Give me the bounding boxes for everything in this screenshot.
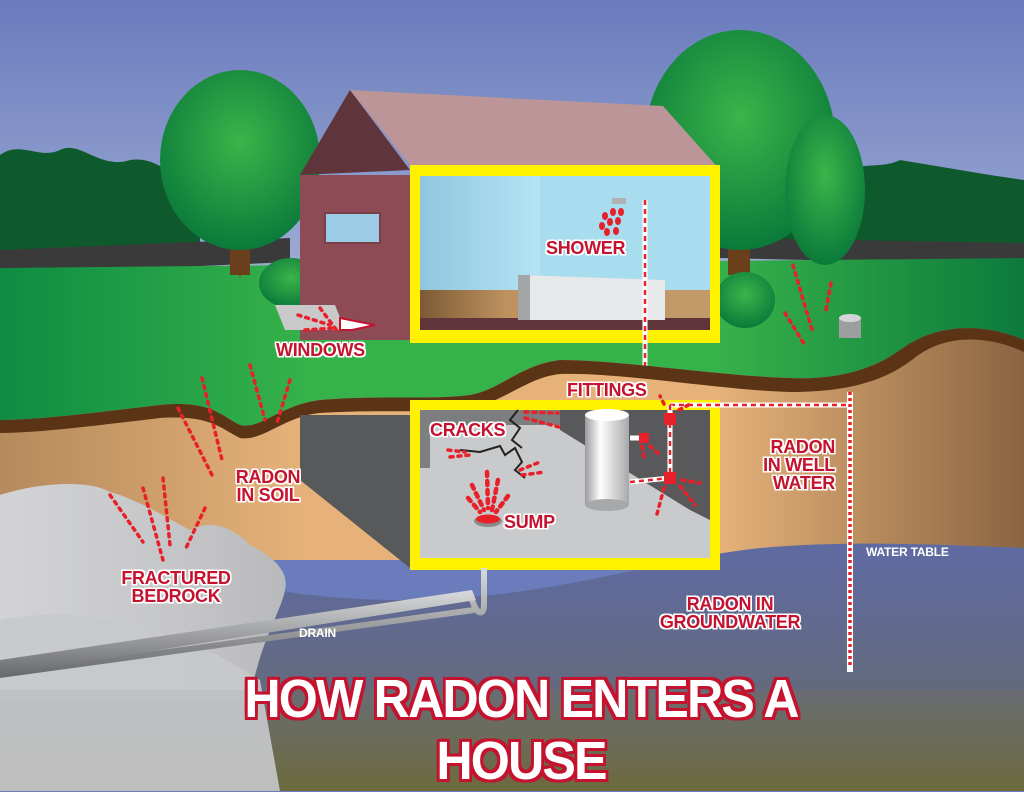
label-fractured-bedrock: FRACTURED BEDROCK <box>121 568 231 606</box>
label-radon-in-soil: RADON IN SOIL <box>235 467 301 505</box>
label-shower: SHOWER <box>546 238 626 258</box>
sump-radon-icon <box>465 469 511 515</box>
page-title: HOW RADON ENTERS A HOUSE <box>244 669 799 791</box>
fitting-joint-icon <box>639 433 649 443</box>
label-cracks: CRACKS <box>430 420 506 440</box>
fitting-joint-icon <box>664 472 676 484</box>
label-radon-in-well-water: RADON IN WELL WATER <box>763 437 835 493</box>
radon-streaks <box>108 263 833 562</box>
shower-spray-icon <box>599 208 624 236</box>
label-drain: DRAIN <box>299 626 336 640</box>
label-windows: WINDOWS <box>276 340 365 360</box>
fitting-joint-icon <box>664 413 676 425</box>
label-fittings: FITTINGS <box>567 380 647 400</box>
label-radon-in-groundwater: RADON IN GROUNDWATER <box>659 594 801 632</box>
label-sump: SUMP <box>504 512 555 532</box>
label-water-table: WATER TABLE <box>866 545 949 559</box>
